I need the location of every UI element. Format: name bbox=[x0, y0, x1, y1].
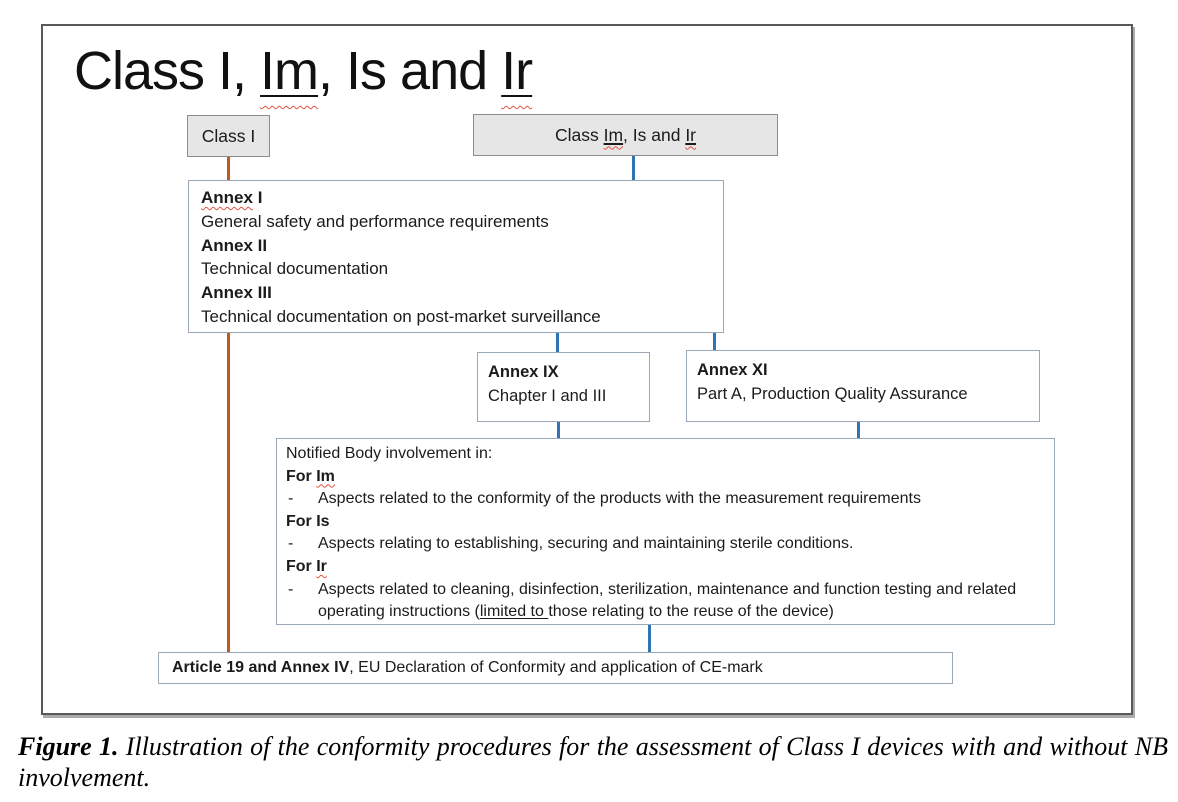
annex-ix-desc: Chapter I and III bbox=[488, 387, 607, 405]
annex-ix-box: Annex IX Chapter I and III bbox=[477, 352, 650, 422]
annex-iii-desc: Technical documentation on post-market s… bbox=[201, 306, 601, 326]
connector-class-i-to-article bbox=[227, 157, 230, 652]
annex-i-desc: General safety and performance requireme… bbox=[201, 211, 549, 231]
nb-for-im-prefix: For bbox=[286, 467, 317, 485]
class-im-im-underline: Im bbox=[604, 125, 623, 145]
connector-annex-to-annex-ix bbox=[556, 331, 559, 354]
annex-xi-title: Annex XI bbox=[697, 361, 768, 379]
bullet-dash: - bbox=[288, 535, 294, 553]
nb-for-is: For Is bbox=[286, 512, 330, 530]
class-im-part1: Class bbox=[554, 124, 604, 145]
nb-ir-bullet-underlined: limited to bbox=[479, 603, 549, 621]
class-im-is-ir-box: Class Im, Is and Ir bbox=[473, 114, 778, 156]
connector-annex-to-annex-xi bbox=[713, 331, 716, 352]
connector-class-im-to-annex bbox=[632, 152, 635, 182]
nb-ir-bullet-part1: Aspects related to cleaning, disinfectio… bbox=[318, 580, 1017, 621]
class-im-part2: , Is and bbox=[623, 124, 686, 145]
figure-caption-text: Illustration of the conformity procedure… bbox=[18, 732, 1169, 792]
title-ir: Ir bbox=[501, 41, 533, 101]
annex-i-heading: Annex I bbox=[201, 186, 711, 210]
article-19-box: Article 19 and Annex IV, EU Declaration … bbox=[158, 652, 953, 684]
annex-ii-heading: Annex II bbox=[201, 235, 268, 255]
annex-iii-heading: Annex III bbox=[201, 283, 272, 303]
annex-i-word: Annex bbox=[201, 188, 253, 207]
diagram-title: Class I, Im, Is and Ir bbox=[74, 40, 533, 102]
annex-i-num: I bbox=[252, 188, 263, 207]
class-im-im: Im bbox=[603, 124, 624, 145]
title-part1: Class I, bbox=[74, 41, 261, 101]
class-im-ir: Ir bbox=[685, 124, 697, 145]
nb-ir-bullet-part2: those relating to the reuse of the devic… bbox=[548, 603, 834, 621]
article-19-bold: Article 19 and Annex IV bbox=[172, 659, 350, 676]
nb-is-bullet-text: Aspects relating to establishing, securi… bbox=[318, 535, 854, 553]
annex-xi-box: Annex XI Part A, Production Quality Assu… bbox=[686, 350, 1040, 422]
class-im-label: Class Im, Is and Ir bbox=[555, 125, 696, 146]
nb-for-im: For Im bbox=[286, 466, 1045, 489]
notified-body-box: Notified Body involvement in: For Im - A… bbox=[276, 438, 1055, 625]
nb-ir-bullet-text: Aspects related to cleaning, disinfectio… bbox=[318, 579, 1045, 624]
title-im: Im bbox=[260, 41, 319, 101]
figure-caption-label: Figure 1. bbox=[18, 732, 119, 761]
connector-nb-to-article bbox=[648, 624, 651, 654]
annex-requirements-box: Annex I General safety and performance r… bbox=[188, 180, 724, 333]
nb-im-bullet: - Aspects related to the conformity of t… bbox=[286, 488, 1045, 511]
bullet-dash: - bbox=[288, 580, 294, 598]
class-i-label: Class I bbox=[201, 125, 256, 146]
nb-for-ir-prefix: For bbox=[286, 557, 317, 575]
connector-annex-ix-to-nb bbox=[557, 420, 560, 440]
annex-ii-desc: Technical documentation bbox=[201, 259, 389, 279]
class-im-ir-underline: Ir bbox=[685, 125, 696, 145]
nb-for-ir: For Ir bbox=[286, 556, 1045, 579]
nb-is-bullet: - Aspects relating to establishing, secu… bbox=[286, 533, 1045, 556]
article-19-rest: , EU Declaration of Conformity and appli… bbox=[349, 659, 763, 676]
annex-xi-desc: Part A, Production Quality Assurance bbox=[697, 385, 968, 403]
class-i-box: Class I bbox=[187, 115, 270, 157]
nb-for-ir-class: Ir bbox=[316, 557, 327, 575]
nb-intro: Notified Body involvement in: bbox=[286, 445, 493, 462]
connector-annex-xi-to-nb bbox=[857, 420, 860, 440]
figure-caption: Figure 1. Illustration of the conformity… bbox=[18, 731, 1168, 793]
article-19-text: Article 19 and Annex IV, EU Declaration … bbox=[172, 659, 763, 677]
nb-im-bullet-text: Aspects related to the conformity of the… bbox=[318, 490, 921, 508]
title-part2: , Is and bbox=[318, 41, 502, 101]
nb-for-im-class: Im bbox=[316, 467, 335, 485]
title-im-underline: Im bbox=[260, 41, 319, 101]
bullet-dash: - bbox=[288, 490, 294, 508]
title-ir-underline: Ir bbox=[501, 41, 533, 101]
annex-ix-title: Annex IX bbox=[488, 363, 559, 381]
nb-ir-bullet: - Aspects related to cleaning, disinfect… bbox=[286, 579, 1045, 624]
